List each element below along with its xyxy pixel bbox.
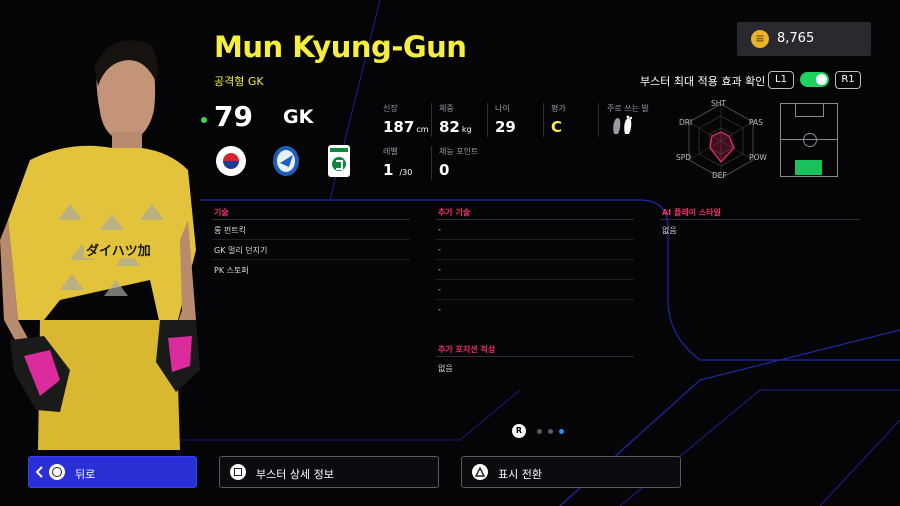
page-dot[interactable] [537, 429, 542, 434]
row-divider [436, 259, 634, 260]
coin-amount: 8,765 [777, 31, 815, 46]
extra-position-title: 추가 포지션 적성 [438, 345, 496, 354]
player-portrait: ダイハツ加 [0, 40, 200, 450]
rating-label: 평가 [551, 104, 566, 113]
skill-item: 롱 펀트킥 [214, 226, 246, 235]
stat-divider [431, 146, 432, 180]
extra-skill-item: - [438, 225, 441, 234]
nationality-flag-icon [216, 146, 246, 176]
ai-playstyle-item: 없음 [662, 226, 677, 235]
extra-position-item: 없음 [438, 364, 453, 373]
back-button-label: 뒤로 [75, 468, 96, 481]
status-dot-icon [201, 117, 207, 123]
ai-playstyle-title: AI 플레이 스타일 [662, 208, 721, 217]
display-toggle-button[interactable]: 표시 전환 [461, 456, 681, 488]
overall-rating: 79 [214, 100, 253, 133]
booster-toggle[interactable] [800, 72, 829, 87]
position-pitch-map [780, 103, 838, 177]
weight-label: 체중 [439, 104, 454, 113]
circle-button-icon [49, 464, 65, 480]
stat-divider [487, 103, 488, 137]
r1-button[interactable]: R1 [835, 71, 861, 89]
back-button[interactable]: 뒤로 [28, 456, 197, 488]
svg-text:ダイハツ加: ダイハツ加 [86, 243, 151, 259]
skill-item: PK 스토퍼 [214, 266, 249, 275]
triangle-button-icon [472, 464, 488, 480]
section-divider [660, 219, 860, 220]
booster-detail-button[interactable]: 부스터 상세 정보 [219, 456, 439, 488]
level-label: 레벨 [383, 147, 398, 156]
extra-skill-item: - [438, 285, 441, 294]
rating-value: C [551, 118, 563, 136]
coin-icon: ≡ [751, 30, 769, 48]
toggle-knob [816, 74, 827, 85]
extra-skill-item: - [438, 245, 441, 254]
player-name: Mun Kyung-Gun [214, 30, 467, 64]
radar-label-dri: DRI [679, 118, 693, 127]
age-label: 나이 [495, 104, 510, 113]
page-dot[interactable] [548, 429, 553, 434]
preferred-foot-label: 주로 쓰는 발 [607, 104, 649, 113]
radar-label-spd: SPD [676, 153, 692, 162]
stat-divider [431, 103, 432, 137]
height-label: 신장 [383, 104, 398, 113]
talent-points-label: 재능 포인트 [439, 147, 479, 156]
talent-points-value: 0 [439, 161, 450, 179]
section-divider [212, 219, 410, 220]
radar-label-pas: PAS [749, 118, 763, 127]
player-position: GK [283, 106, 314, 128]
stat-divider [543, 103, 544, 137]
square-button-icon [230, 464, 246, 480]
page-dot-active[interactable] [559, 429, 564, 434]
r-stick-icon: R [512, 424, 526, 438]
radar-label-pow: POW [749, 153, 767, 162]
skill-item: GK 멀리 던지기 [214, 246, 268, 255]
coin-balance: ≡ 8,765 [737, 22, 871, 56]
club-crest-icon [273, 146, 299, 176]
ability-radar-chart [688, 103, 754, 179]
gk-position-marker [795, 160, 822, 175]
skills-title: 기술 [214, 208, 229, 217]
level-value: 1/30 [383, 161, 413, 179]
extra-skills-title: 추가 기술 [438, 208, 471, 217]
l1-button[interactable]: L1 [768, 71, 794, 89]
row-divider [436, 239, 634, 240]
display-toggle-label: 표시 전환 [498, 468, 542, 481]
booster-detail-label: 부스터 상세 정보 [256, 468, 334, 481]
row-divider [212, 239, 410, 240]
row-divider [212, 259, 410, 260]
preferred-foot-icon [613, 115, 633, 134]
row-divider [436, 279, 634, 280]
booster-max-effect-label: 부스터 최대 적용 효과 확인 [640, 75, 766, 88]
extra-skill-item: - [438, 265, 441, 274]
age-value: 29 [495, 118, 516, 136]
section-divider [436, 219, 634, 220]
player-playstyle: 공격형 GK [214, 75, 264, 88]
section-divider [436, 356, 634, 357]
chevron-left-icon [35, 466, 43, 478]
row-divider [436, 299, 634, 300]
stat-divider [598, 103, 599, 137]
league-badge-icon [328, 145, 350, 177]
extra-skill-item: - [438, 305, 441, 314]
radar-label-def: DEF [712, 171, 727, 180]
radar-label-sht: SHT [711, 99, 726, 108]
